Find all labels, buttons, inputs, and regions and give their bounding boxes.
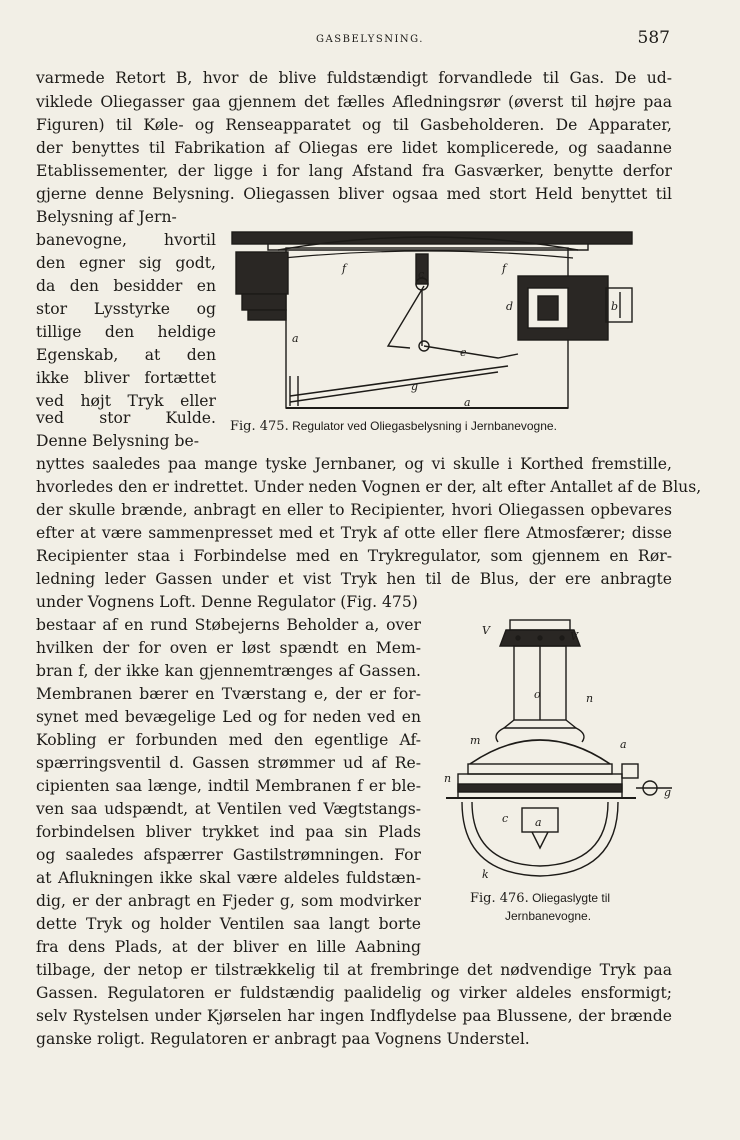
lamp-drawing: V V o n m a n g c a k	[444, 619, 672, 881]
text-line: efter at være sammenpresset med et Tryk …	[36, 524, 672, 542]
label-n-left: n	[444, 772, 451, 785]
text-line: ved stor Kulde.	[36, 409, 216, 427]
text-line: ledning leder Gassen under et vist Tryk …	[36, 570, 672, 588]
text-line: ikke bliver fortættet	[36, 369, 216, 387]
text-line: den egner sig godt,	[36, 254, 216, 272]
text-line: at Aflukningen ikke skal være aldeles fu…	[36, 869, 421, 887]
text-line: Gassen. Regulatoren er fuldstændig paali…	[36, 984, 672, 1002]
running-head: GASBELYSNING. 587	[0, 28, 740, 52]
label-b: b	[611, 300, 618, 313]
text-line: ved højt Tryk eller	[36, 392, 216, 410]
text-line: forbindelsen bliver trykket ind paa sin …	[36, 823, 421, 841]
regulator-drawing: f f d b a a c e g	[231, 231, 633, 409]
text-line: banevogne, hvortil	[36, 231, 216, 249]
text-line: under Vognens Loft. Denne Regulator (Fig…	[36, 593, 418, 611]
label-m: m	[470, 734, 480, 747]
text-line: varmede Retort B, hvor de blive fuldstæn…	[36, 69, 672, 87]
figure-476-number: Fig. 476.	[470, 891, 529, 906]
figure-475-caption: Fig. 475. Regulator ved Oliegasbelysning…	[230, 418, 557, 435]
text-line: stor Lysstyrke og	[36, 300, 216, 318]
label-V-left: V	[482, 624, 491, 637]
text-line: Figuren) til Køle- og Renseapparatet og …	[36, 116, 672, 134]
running-title: GASBELYSNING.	[316, 34, 424, 45]
text-line: ven saa udspændt, at Ventilen ved Vægtst…	[36, 800, 421, 818]
text-line: hvilken der for oven er løst spændt en M…	[36, 639, 421, 657]
figure-475-number: Fig. 475.	[230, 419, 289, 434]
figure-476-title-1: Oliegaslygte til	[532, 891, 611, 905]
text-line: Denne Belysning be-	[36, 432, 199, 450]
text-line: Kobling er forbunden med den egentlige A…	[36, 731, 421, 749]
label-d: d	[506, 300, 513, 313]
label-a-left: a	[292, 332, 299, 345]
text-line: selv Rystelsen under Kjørselen har ingen…	[36, 1007, 672, 1025]
figure-475-regulator-illustration: f f d b a a c e g	[228, 226, 640, 420]
text-line: der benyttes til Fabrikation af Oliegas …	[36, 139, 672, 157]
label-n-top: n	[586, 692, 593, 705]
text-line: da den besidder en	[36, 277, 216, 295]
text-line: Etablissementer, der ligge i for lang Af…	[36, 162, 672, 180]
figure-476-lamp-illustration: V V o n m a n g c a k	[440, 616, 680, 882]
text-line: tilbage, der netop er tilstrækkelig til …	[36, 961, 672, 979]
text-line: Recipienter staa i Forbindelse med en Tr…	[36, 547, 672, 565]
text-line: cipienten saa længe, indtil Membranen f …	[36, 777, 421, 795]
text-line: og saaledes afspærrer Gastilstrømningen.…	[36, 846, 421, 864]
text-line: ganske roligt. Regulatoren er anbragt pa…	[36, 1030, 530, 1048]
label-c: c	[502, 812, 508, 825]
text-line: bran f, der ikke kan gjennemtrænges af G…	[36, 662, 421, 680]
label-e: e	[460, 346, 467, 359]
label-a-burner: a	[535, 816, 542, 829]
text-line: tillige den heldige	[36, 323, 216, 341]
text-line: synet med bevægelige Led og for neden ve…	[36, 708, 421, 726]
label-a-side: a	[620, 738, 627, 751]
label-f-left: f	[341, 262, 348, 275]
label-g: g	[411, 380, 418, 393]
label-k: k	[482, 868, 489, 881]
label-o: o	[534, 688, 541, 701]
text-line: dette Tryk og holder Ventilen saa langt …	[36, 915, 421, 933]
figure-475-title: Regulator ved Oliegasbelysning i Jernban…	[292, 419, 557, 433]
label-V-right: V	[570, 630, 579, 643]
text-line: viklede Oliegasser gaa gjennem det fælle…	[36, 93, 672, 111]
figure-476-caption: Fig. 476. Oliegaslygte til	[470, 890, 610, 907]
text-line: fra dens Plads, at der bliver en lille A…	[36, 938, 421, 956]
text-line: bestaar af en rund Støbejerns Beholder a…	[36, 616, 421, 634]
text-line: Egenskab, at den	[36, 346, 216, 364]
text-line: der skulle brænde, anbragt en eller to R…	[36, 501, 672, 519]
text-line: dig, er der anbragt en Fjeder g, som mod…	[36, 892, 421, 910]
text-line: Membranen bærer en Tværstang e, der er f…	[36, 685, 421, 703]
text-line: hvorledes den er indrettet. Under neden …	[36, 478, 702, 496]
label-a-bottom: a	[464, 396, 471, 409]
text-line: nyttes saaledes paa mange tyske Jernbane…	[36, 455, 672, 473]
text-line: spærringsventil d. Gassen strømmer ud af…	[36, 754, 421, 772]
label-c: c	[418, 268, 424, 281]
label-g: g	[664, 786, 671, 799]
figure-476-caption-line-2: Jernbanevogne.	[505, 909, 592, 923]
text-line: gjerne denne Belysning. Oliegassen blive…	[36, 185, 672, 203]
label-f-right: f	[501, 262, 508, 275]
text-line: Belysning af Jern-	[36, 208, 177, 226]
page-number: 587	[637, 28, 670, 48]
